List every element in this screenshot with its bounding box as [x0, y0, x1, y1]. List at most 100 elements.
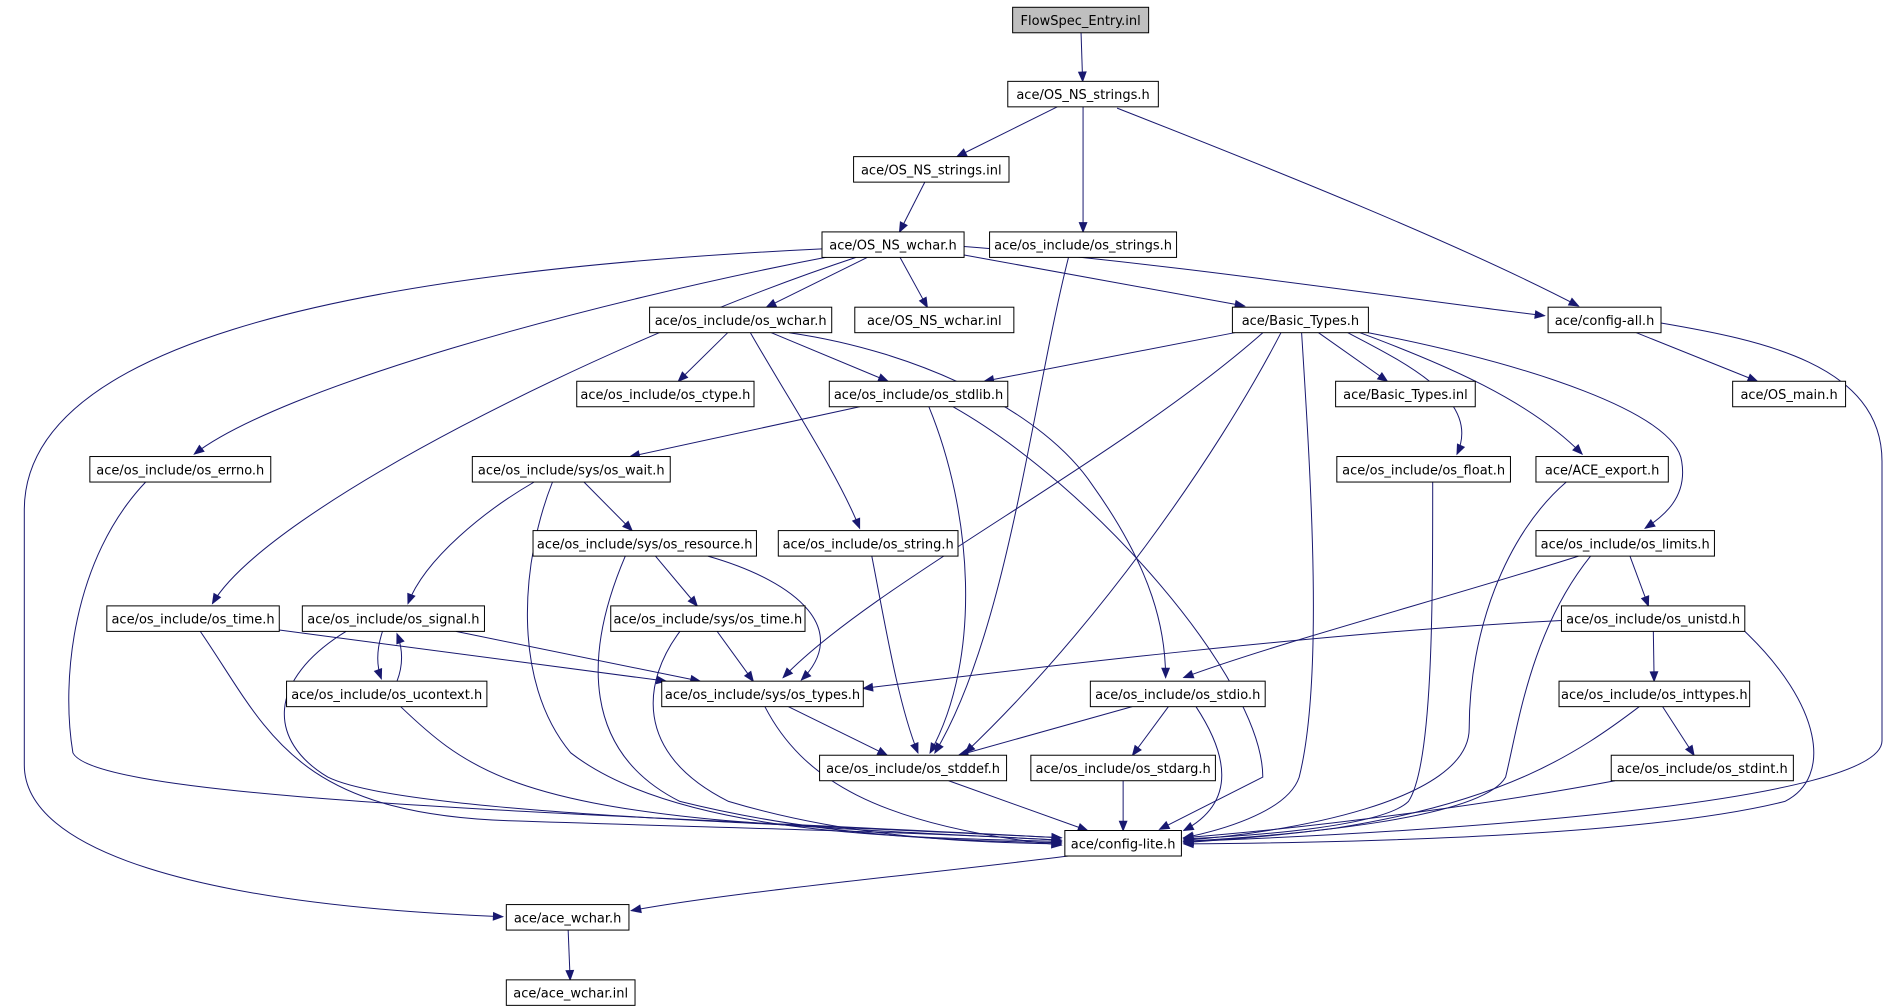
node-flowspec_entry_inl[interactable]: FlowSpec_Entry.inl: [1012, 6, 1150, 34]
node-os_unistd_h[interactable]: ace/os_include/os_unistd.h: [1560, 605, 1746, 632]
node-os_stddef_h[interactable]: ace/os_include/os_stddef.h: [819, 754, 1008, 782]
node-box[interactable]: [505, 904, 630, 931]
node-box[interactable]: [854, 306, 1015, 334]
node-basic_types_h[interactable]: ace/Basic_Types.h: [1231, 306, 1369, 334]
node-box[interactable]: [471, 456, 671, 483]
arrowhead-os_ucontext_h-to-os_signal_h: [396, 632, 405, 645]
node-os_signal_h[interactable]: ace/os_include/os_signal.h: [301, 605, 485, 632]
node-label: ace/os_include/os_stdint.h: [1617, 762, 1788, 777]
arrowhead-flowspec_entry_inl-to-os_ns_strings_h: [1077, 71, 1087, 83]
edge-sys_os_resource_h-to-sys_os_time_h: [655, 555, 698, 607]
node-config_lite_h[interactable]: ace/config-lite.h: [1064, 830, 1182, 857]
node-os_ns_strings_h[interactable]: ace/OS_NS_strings.h: [1007, 80, 1159, 108]
node-box[interactable]: [853, 156, 1010, 183]
node-os_stdarg_h[interactable]: ace/os_include/os_stdarg.h: [1030, 754, 1216, 782]
node-os_wchar_h[interactable]: ace/os_include/os_wchar.h: [649, 306, 833, 334]
node-config_all_h[interactable]: ace/config-all.h: [1547, 306, 1662, 334]
node-box[interactable]: [819, 754, 1008, 782]
edge-os_time_h-to-sys_os_types_h: [279, 629, 667, 682]
node-box[interactable]: [106, 605, 280, 632]
node-box[interactable]: [661, 680, 864, 708]
node-os_stdint_h[interactable]: ace/os_include/os_stdint.h: [1610, 754, 1794, 782]
arrowhead-sys_os_time_h-to-sys_os_types_h: [743, 670, 755, 683]
arrowhead-sys_os_wait_h-to-os_signal_h: [407, 592, 416, 605]
node-box[interactable]: [828, 380, 1009, 408]
node-box[interactable]: [576, 380, 755, 408]
node-sys_os_wait_h[interactable]: ace/os_include/sys/os_wait.h: [471, 456, 671, 483]
node-box[interactable]: [1007, 80, 1159, 108]
node-os_limits_h[interactable]: ace/os_include/os_limits.h: [1535, 530, 1715, 557]
node-box[interactable]: [1335, 380, 1476, 408]
node-box[interactable]: [1030, 754, 1216, 782]
node-box[interactable]: [505, 979, 636, 1006]
node-os_ns_strings_inl[interactable]: ace/OS_NS_strings.inl: [853, 156, 1010, 183]
node-box[interactable]: [301, 605, 485, 632]
node-box[interactable]: [1064, 830, 1182, 857]
node-box[interactable]: [777, 530, 959, 557]
arrowhead-basic_types_h-to-os_float_h: [1456, 443, 1466, 456]
node-label: ace/OS_NS_strings.inl: [861, 163, 1002, 178]
node-box[interactable]: [1558, 680, 1751, 708]
node-label: ace/OS_NS_strings.h: [1016, 88, 1149, 103]
edge-os_limits_h-to-os_stdio_h: [1183, 555, 1579, 678]
node-box[interactable]: [1610, 754, 1794, 782]
node-box[interactable]: [1535, 456, 1669, 483]
edge-config_all_h-to-config_lite_h: [1183, 322, 1883, 842]
node-os_time_h[interactable]: ace/os_include/os_time.h: [106, 605, 280, 632]
node-os_ucontext_h[interactable]: ace/os_include/os_ucontext.h: [286, 680, 488, 708]
node-box[interactable]: [286, 680, 488, 708]
node-box[interactable]: [1336, 456, 1511, 483]
edge-ace_export_h-to-config_lite_h: [1183, 481, 1567, 841]
node-label: ace/Basic_Types.h: [1242, 314, 1359, 329]
node-os_string_h[interactable]: ace/os_include/os_string.h: [777, 530, 959, 557]
arrowhead-sys_os_wait_h-to-sys_os_resource_h: [622, 520, 634, 532]
node-ace_wchar_inl[interactable]: ace/ace_wchar.inl: [505, 979, 636, 1006]
node-label: ace/OS_main.h: [1740, 388, 1837, 403]
node-os_stdio_h[interactable]: ace/os_include/os_stdio.h: [1089, 680, 1266, 708]
node-os_errno_h[interactable]: ace/os_include/os_errno.h: [89, 456, 272, 483]
node-os_float_h[interactable]: ace/os_include/os_float.h: [1336, 456, 1511, 483]
node-basic_types_inl[interactable]: ace/Basic_Types.inl: [1335, 380, 1476, 408]
node-box[interactable]: [1732, 380, 1847, 408]
node-ace_export_h[interactable]: ace/ACE_export.h: [1535, 456, 1669, 483]
node-box[interactable]: [1535, 530, 1715, 557]
node-os_inttypes_h[interactable]: ace/os_include/os_inttypes.h: [1558, 680, 1751, 708]
edge-os_stdint_h-to-config_lite_h: [1183, 780, 1615, 839]
arrowhead-os_stdarg_h-to-config_lite_h: [1118, 820, 1128, 832]
node-os_ns_wchar_inl[interactable]: ace/OS_NS_wchar.inl: [854, 306, 1015, 334]
node-box[interactable]: [1012, 6, 1150, 34]
edge-sys_os_types_h-to-os_stddef_h: [788, 706, 888, 756]
node-box[interactable]: [1560, 605, 1746, 632]
arrowhead-os_ns_wchar_h-to-config_all_h: [1534, 310, 1546, 319]
arrowhead-sys_os_resource_h-to-sys_os_types_h: [800, 669, 812, 681]
edge-sys_os_wait_h-to-os_signal_h: [407, 481, 535, 604]
arrowhead-config_lite_h-to-ace_wchar_h: [630, 904, 642, 914]
edge-basic_types_h-to-config_lite_h: [1183, 332, 1314, 839]
node-box[interactable]: [989, 231, 1178, 258]
node-sys_os_types_h[interactable]: ace/os_include/sys/os_types.h: [661, 680, 864, 708]
node-box[interactable]: [610, 605, 806, 632]
arrowhead-os_stddef_h-to-config_lite_h: [1076, 823, 1089, 832]
node-os_stdlib_h[interactable]: ace/os_include/os_stdlib.h: [828, 380, 1009, 408]
node-sys_os_resource_h[interactable]: ace/os_include/sys/os_resource.h: [532, 530, 757, 557]
node-box[interactable]: [1231, 306, 1369, 334]
node-box[interactable]: [532, 530, 757, 557]
node-os_strings_h[interactable]: ace/os_include/os_strings.h: [989, 231, 1178, 258]
node-box[interactable]: [821, 231, 965, 258]
node-box[interactable]: [1089, 680, 1266, 708]
edge-os_inttypes_h-to-config_lite_h: [1183, 706, 1640, 844]
edge-os_stdio_h-to-os_stddef_h: [958, 706, 1133, 756]
node-os_ctype_h[interactable]: ace/os_include/os_ctype.h: [576, 380, 755, 408]
arrowhead-basic_types_h-to-ace_export_h: [1572, 443, 1584, 456]
node-box[interactable]: [1547, 306, 1662, 334]
node-os_ns_wchar_h[interactable]: ace/OS_NS_wchar.h: [821, 231, 965, 258]
arrowhead-basic_types_h-to-basic_types_inl: [1376, 371, 1389, 383]
node-os_main_h[interactable]: ace/OS_main.h: [1732, 380, 1847, 408]
node-sys_os_time_h[interactable]: ace/os_include/sys/os_time.h: [610, 605, 806, 632]
node-box[interactable]: [649, 306, 833, 334]
edge-os_unistd_h-to-sys_os_types_h: [863, 620, 1562, 689]
node-ace_wchar_h[interactable]: ace/ace_wchar.h: [505, 904, 630, 931]
edge-basic_types_h-to-os_stdlib_h: [984, 332, 1235, 382]
node-box[interactable]: [89, 456, 272, 483]
arrowhead-os_wchar_h-to-os_ctype_h: [677, 371, 689, 383]
